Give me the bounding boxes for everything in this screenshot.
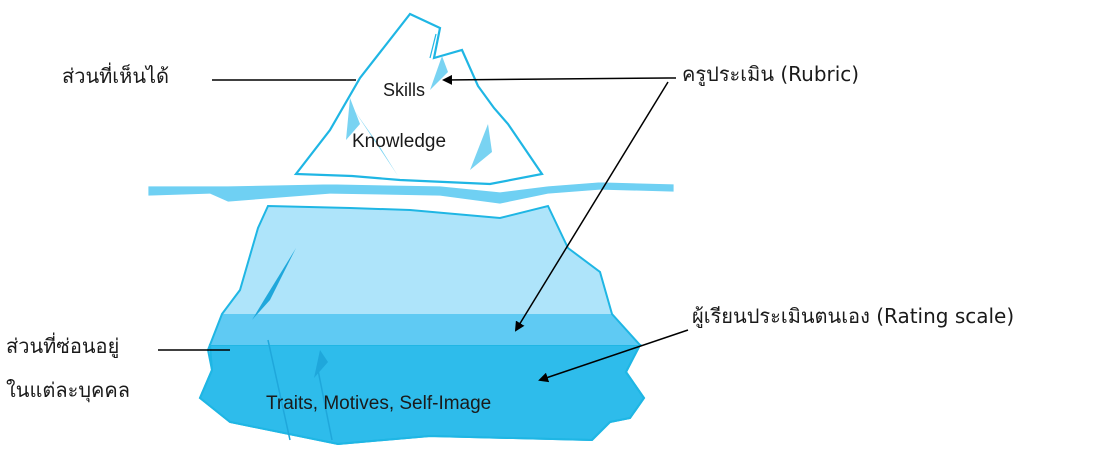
underwater-light-band [222, 206, 612, 314]
hidden-part-label-line2: ในแต่ละบุคคล [6, 378, 131, 402]
teacher-arrow-to-skills [442, 74, 669, 85]
underwater-outline [198, 204, 646, 446]
underwater-crack-2 [317, 369, 333, 441]
tip-crack [429, 33, 437, 59]
self-arrow-to-traits [538, 329, 689, 383]
tip-facet-2 [354, 110, 398, 176]
teacher-assessment-label: ครูประเมิน (Rubric) [682, 62, 860, 86]
water-surface [147, 181, 675, 205]
skills-label: Skills [383, 80, 426, 100]
knowledge-label: Knowledge [352, 131, 447, 152]
underwater-mid-band [210, 314, 640, 345]
tip-facet-1 [346, 98, 360, 140]
underwater-facet-1 [252, 248, 296, 320]
traits-label: Traits, Motives, Self-Image [266, 393, 492, 414]
tip-facet-4 [430, 56, 448, 90]
underwater-crack-1 [267, 339, 291, 441]
visible-part-label: ส่วนที่เห็นได้ [62, 64, 170, 88]
hidden-part-label-line1: ส่วนที่ซ่อนอยู่ [6, 334, 120, 358]
teacher-arrow-to-underwater [514, 81, 669, 332]
tip-facet-3 [470, 124, 492, 170]
self-assessment-label: ผู้เรียนประเมินตนเอง (Rating scale) [692, 304, 1015, 328]
iceberg-tip [293, 12, 544, 186]
